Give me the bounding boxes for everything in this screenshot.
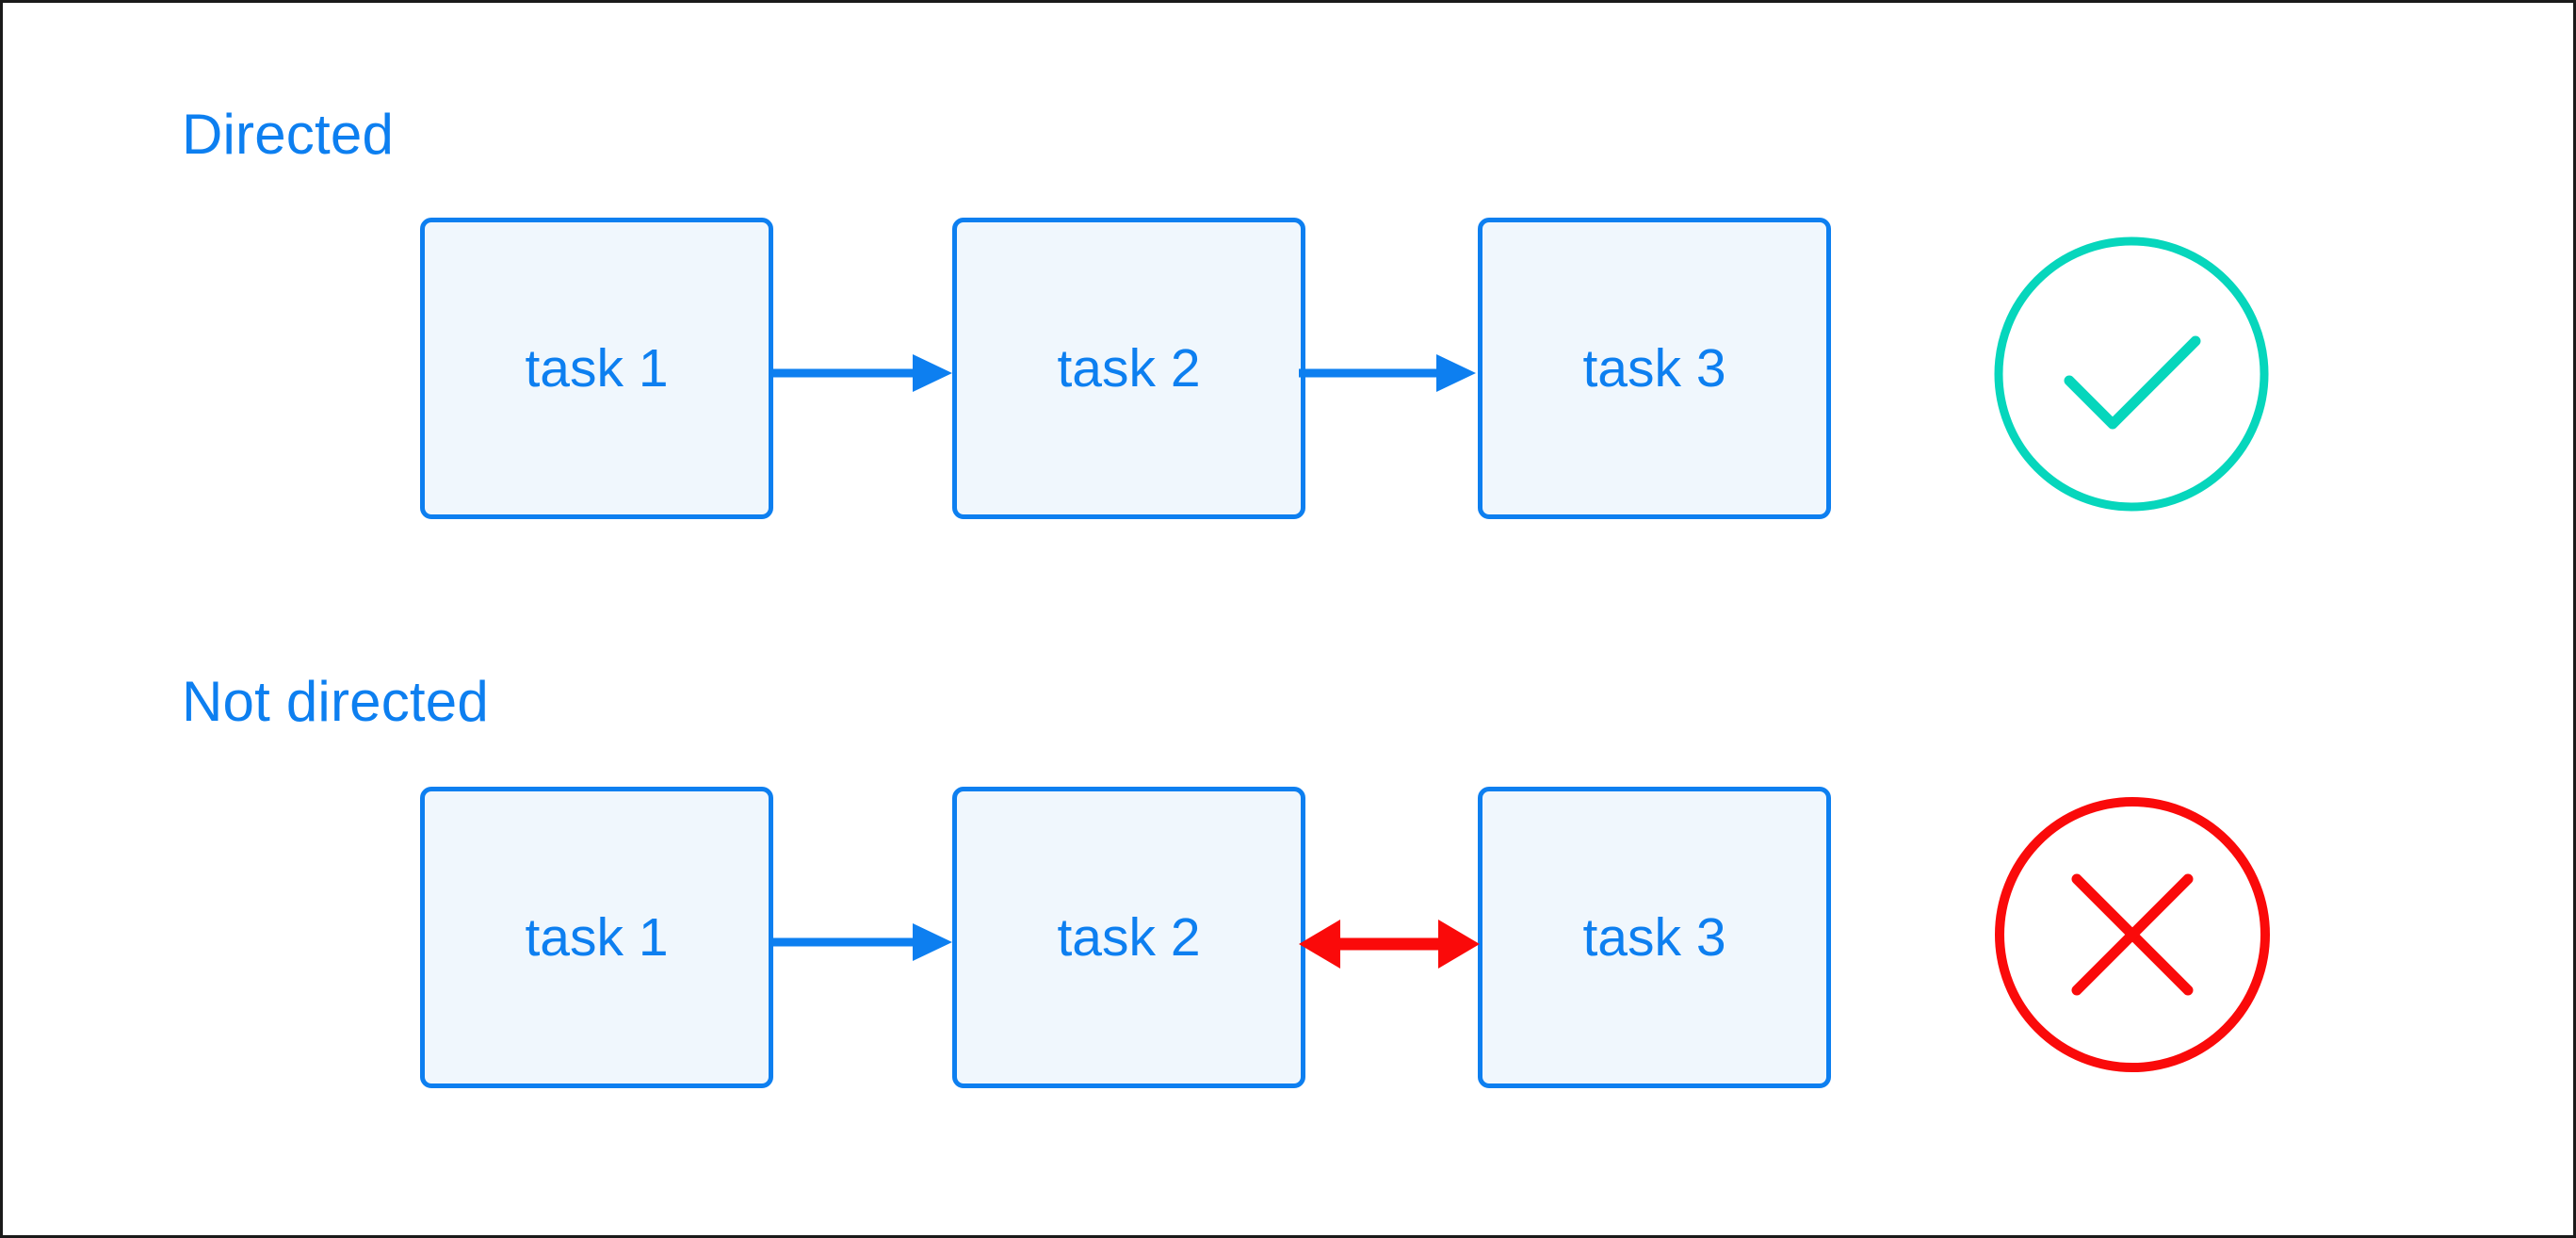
task-node-r1n2[interactable]: task 2 — [952, 218, 1305, 519]
arrowhead-right-icon — [913, 354, 952, 392]
task-node-r1n3[interactable]: task 3 — [1478, 218, 1831, 519]
edge-arrow-forward-r1n2-r1n3 — [1299, 354, 1476, 392]
task-node-label: task 2 — [1057, 337, 1201, 399]
edge-arrow-bidirectional-r2n2-r2n3 — [1299, 920, 1480, 969]
check-circle-icon — [1994, 236, 2269, 512]
arrowhead-right-icon — [1438, 920, 1480, 969]
edge-arrow-forward-r1n1-r1n2 — [770, 354, 952, 392]
check-mark-icon — [2064, 335, 2201, 430]
section-label-not-directed: Not directed — [182, 670, 489, 733]
task-node-r2n1[interactable]: task 1 — [420, 787, 773, 1088]
arrowhead-right-icon — [1436, 354, 1476, 392]
task-node-r1n1[interactable]: task 1 — [420, 218, 773, 519]
task-node-r2n3[interactable]: task 3 — [1478, 787, 1831, 1088]
status-circle — [1994, 236, 2269, 512]
arrowhead-right-icon — [913, 923, 952, 961]
status-circle — [1995, 797, 2270, 1072]
task-node-label: task 3 — [1582, 906, 1726, 968]
section-label-directed: Directed — [182, 103, 395, 166]
x-circle-icon — [1995, 797, 2270, 1072]
x-mark-stroke-2 — [2071, 873, 2194, 996]
edge-arrow-forward-r2n1-r2n2 — [770, 923, 952, 961]
task-node-r2n2[interactable]: task 2 — [952, 787, 1305, 1088]
task-node-label: task 1 — [525, 337, 669, 399]
task-node-label: task 3 — [1582, 337, 1726, 399]
task-node-label: task 2 — [1057, 906, 1201, 968]
task-node-label: task 1 — [525, 906, 669, 968]
arrowhead-left-icon — [1299, 920, 1340, 969]
